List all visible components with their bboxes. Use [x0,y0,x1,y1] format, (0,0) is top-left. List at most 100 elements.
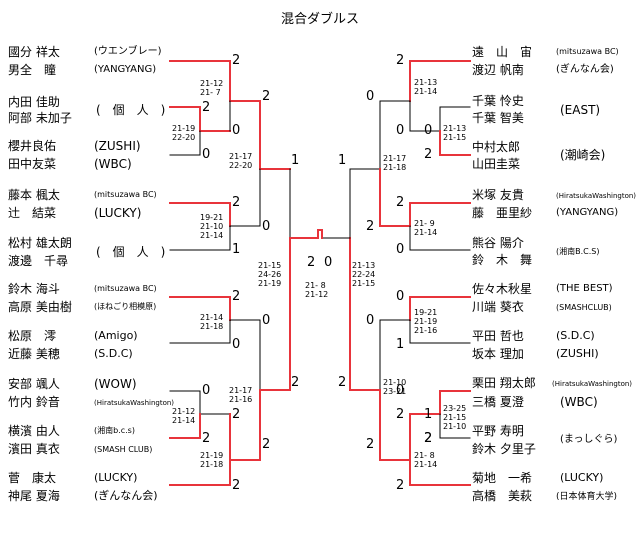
match-score: 21-15 24-26 21-19 [258,261,282,288]
player-name: 渡辺 帆南 [472,63,524,77]
club-name: (HiratsukaWashington) [556,192,637,200]
player-name: 坂本 理加 [472,347,524,361]
result-number: 0 [262,313,271,328]
player-name: 高原 美由樹 [8,300,72,314]
result-number: 2 [232,407,241,422]
club-name: (ぎんなん会) [94,489,158,502]
result-number: 2 [366,437,375,452]
player-name: 安部 颯人 [8,377,60,391]
club-name: (THE BEST) [556,283,613,294]
club-name: (ZUSHI) [556,347,599,360]
result-number: 2 [396,478,405,493]
club-name: (LUCKY) [560,471,604,484]
result-number: 2 [307,255,316,270]
result-number: 0 [396,383,405,398]
player-name: 濱田 真衣 [8,442,60,456]
match-score: 21-12 21- 7 [200,79,224,97]
player-name: 櫻井良佑 [8,139,57,153]
result-number: 2 [202,100,211,115]
player-name: 阿部 未加子 [8,111,72,125]
result-number: 1 [232,242,241,257]
club-name: (SMASH CLUB) [94,445,153,454]
match-score: 21-17 21-18 [383,154,407,172]
match-score: 21- 9 21-14 [414,219,438,237]
player-name: 熊谷 陽介 [472,236,524,250]
result-number: 1 [396,337,405,352]
result-number: 2 [232,478,241,493]
player-name: 國分 祥太 [8,45,60,59]
match-score: 21-13 21-14 [414,78,438,96]
club-name: (SMASHCLUB) [556,303,612,312]
match-score: 21-17 22-20 [229,152,253,170]
player-name: 男全 瞳 [8,63,57,77]
page-title: 混合ダブルス [280,12,359,27]
club-name: (湘南b.c.s) [94,426,135,435]
player-name: 高橋 美萩 [472,489,533,503]
result-number: 0 [366,313,375,328]
player-name: 藤 亜里紗 [472,206,533,220]
player-name: 平野 寿明 [472,424,524,438]
club-name: (mitsuzawa BC) [94,284,157,293]
club-name: (まっしぐら) [560,434,618,445]
club-name: (YANGYANG) [556,207,619,218]
result-number: 0 [366,89,375,104]
player-name: 田中友菜 [8,157,57,171]
result-number: 2 [232,53,241,68]
player-name: 川端 葵衣 [472,300,524,314]
club-name: (ほねごり相模原) [94,302,157,311]
player-name: 千葉 怜史 [472,94,524,108]
result-number: 1 [424,407,433,422]
result-number: 2 [424,147,433,162]
player-name: 藤本 楓太 [8,188,60,202]
club-name: (ウエンブレー) [94,46,162,57]
result-number: 0 [324,255,333,270]
result-number: 2 [396,407,405,422]
result-number: 2 [424,431,433,446]
club-name: (S.D.C) [556,329,595,342]
result-number: 2 [262,89,271,104]
player-name: 近藤 美穂 [8,347,60,361]
player-name: 栗田 翔太郎 [472,376,536,390]
result-number: 2 [232,289,241,304]
player-name: 菅 康太 [8,471,57,485]
player-name: 松村 雄太朗 [8,236,72,250]
club-name: (HiratsukaWashington) [94,399,175,407]
club-name: (日本体育大学) [556,492,618,502]
player-name: 渡邊 千尋 [8,254,69,268]
player-name: 横濱 由人 [8,424,60,438]
match-score: 19-21 21-19 21-16 [414,308,438,335]
club-name: (HiratsukaWashington) [552,380,633,388]
club-name: (LUCKY) [94,471,138,484]
player-name: 神尾 夏海 [8,489,60,503]
player-name: 菊地 一希 [472,471,533,485]
player-name: 三橋 夏澄 [472,395,524,409]
player-name: 鈴木 海斗 [8,282,60,296]
club-name: (ZUSHI) [94,139,141,153]
match-score: 21-13 22-24 21-15 [352,261,376,288]
result-number: 2 [366,219,375,234]
result-number: 1 [291,153,300,168]
club-name: (mitsuzawa BC) [556,47,619,56]
match-score: 21- 8 21-14 [414,451,438,469]
result-number: 0 [202,383,211,398]
club-name: (YANGYANG) [94,64,157,75]
player-name: 千葉 智美 [472,111,524,125]
player-name: 遠 山 宙 [472,45,533,59]
result-number: 2 [291,375,300,390]
result-number: 0 [396,123,405,138]
club-name: (潮崎会) [560,148,606,162]
club-name: (WBC) [94,157,132,171]
match-score: 21-19 21-18 [200,451,224,469]
match-score: 21-14 21-18 [200,313,224,331]
club-name: (ぎんなん会) [556,64,614,75]
club-name: ( 個 人 ) [96,103,166,117]
player-name: 平田 哲也 [472,329,524,343]
result-number: 0 [202,147,211,162]
club-name: (Amigo) [94,329,138,342]
club-name: (WBC) [560,395,598,409]
result-number: 0 [396,289,405,304]
club-name: (湘南B.C.S) [556,247,600,256]
club-name: (mitsuzawa BC) [94,190,157,199]
